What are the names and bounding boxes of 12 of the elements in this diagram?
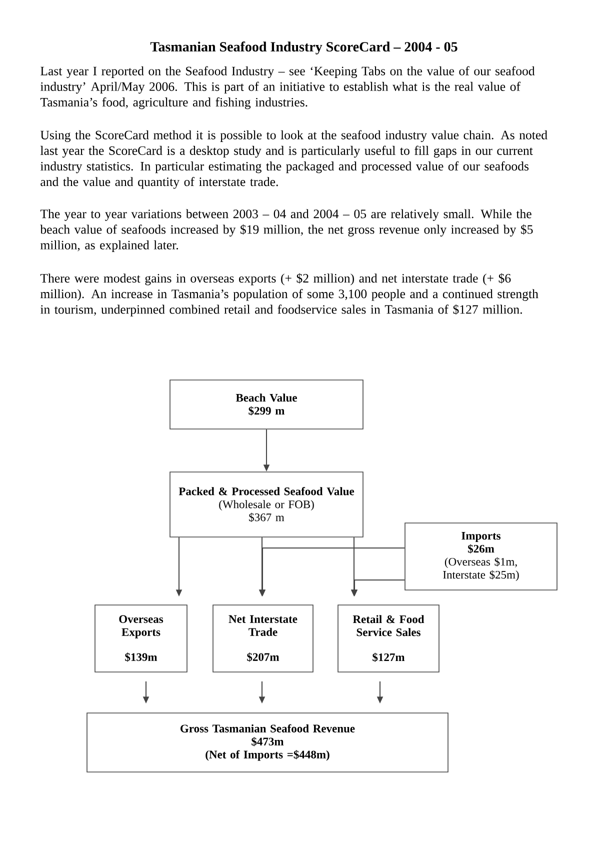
flow-box: Imports $26m (Overseas $1m, Interstate $25m): [404, 522, 558, 590]
paragraph: Using the ScoreCard method it is possible to look at the seafood industry value chain. As noted last year the ScoreCard is a desktop study and is particularly useful to fill gaps in our current industry statistics. In particular estimating the packaged and processed value of our seafoods and the value and quantity of interstate trade.: [40, 130, 548, 189]
paragraph: Last year I reported on the Seafood Industry – see ‘Keeping Tabs on the value of our seafood industry’ April/May 2006. This is part of an initiative to establish what is the real value of Tasmania’s food, agriculture and fishing industries.: [40, 66, 535, 110]
flow-box: Net Interstate Trade $207m: [212, 604, 314, 672]
flow-box: Retail & Food Service Sales $127m: [338, 604, 440, 672]
flow-box: Packed & Processed Seafood Value (Wholesale or FOB) $367 m: [170, 472, 364, 538]
flow-box: Gross Tasmanian Seafood Revenue $473m (Net of Imports =$448m): [86, 712, 448, 772]
paragraph: There were modest gains in overseas exports (+ $2 million) and net interstate trade (+ $6 million). An increase in Tasmania’s population of some 3,100 people and a continued strength in tourism, underpinned combined retail and foodservice sales in Tasmania of $127 million.: [40, 273, 538, 316]
flow-box: Overseas Exports $139m: [94, 604, 188, 672]
paragraph: The year to year variations between 2003 – 04 and 2004 – 05 are relatively small. While the beach value of seafoods increased by $19 million, the net gross revenue only increased by $5 million, as explained later.: [40, 209, 533, 252]
flow-box: Beach Value $299 m: [170, 380, 364, 430]
page-title: Tasmanian Seafood Industry ScoreCard – 2004 - 05: [150, 42, 458, 54]
